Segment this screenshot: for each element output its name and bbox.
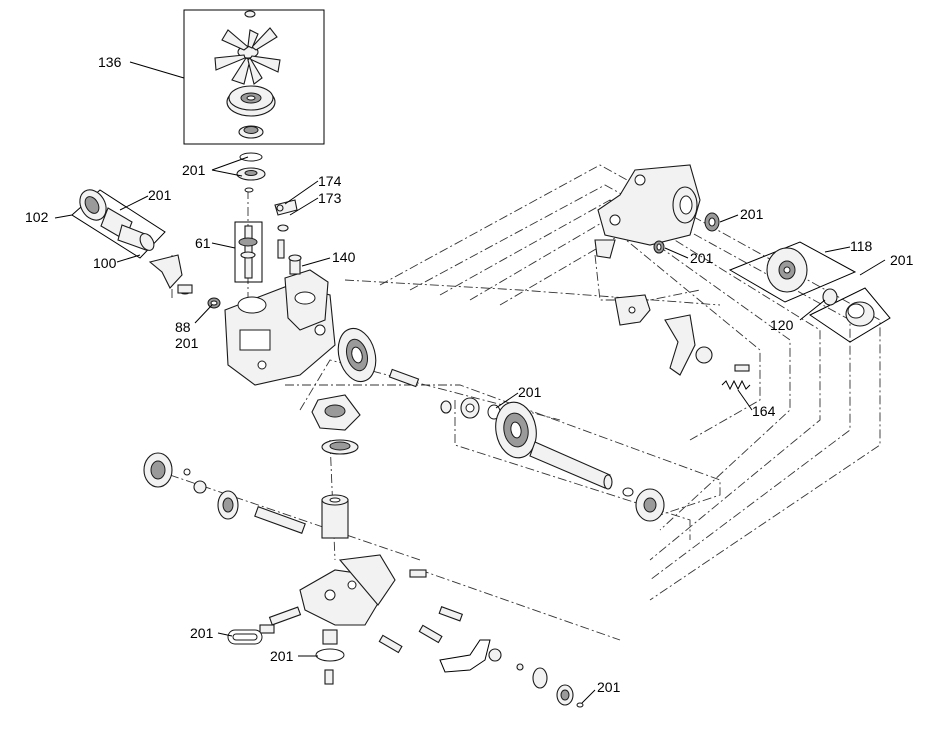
- callout-173: 173: [318, 190, 342, 206]
- callout-201-input-seal: 201: [182, 162, 206, 178]
- spring-164: [721, 379, 751, 391]
- callout-201-filter: 201: [148, 187, 172, 203]
- kit-136-box: [183, 9, 325, 145]
- callout-100: 100: [93, 255, 117, 271]
- small-seal-right: [653, 240, 665, 254]
- control-arm-173-174: [274, 199, 298, 259]
- callout-61: 61: [195, 235, 211, 251]
- callout-201-pulley: 201: [890, 252, 914, 268]
- filter-canister: [117, 224, 155, 251]
- callout-201-lower-right: 201: [597, 679, 621, 695]
- input-shaft-assembly: [234, 221, 263, 283]
- callout-88: 88: [175, 319, 191, 335]
- check-valve-140: [288, 254, 302, 275]
- brake-arm-linkage: [614, 294, 750, 376]
- fan-pulley-kit: [183, 9, 325, 145]
- seal-88: [207, 297, 221, 309]
- callout-164: 164: [752, 403, 776, 419]
- callout-140: 140: [332, 249, 356, 265]
- motor-cylinder-block: [321, 494, 349, 539]
- ring-gear: [321, 439, 359, 455]
- lower-center-housing: [299, 554, 396, 626]
- lower-fittings: [259, 569, 464, 654]
- lower-filter-cup: [315, 629, 345, 685]
- upper-right-housing: [594, 164, 701, 259]
- lower-right-washers: [516, 663, 584, 708]
- filter-assembly: [71, 189, 166, 259]
- callout-201-seal-88: 201: [175, 335, 199, 351]
- callout-201-housing-seal: 201: [740, 206, 764, 222]
- lower-bypass-rod: [439, 639, 502, 673]
- callout-118: 118: [850, 238, 873, 254]
- upper-housing: [224, 269, 336, 386]
- callout-174: 174: [318, 173, 342, 189]
- input-shaft-seals: [236, 152, 266, 193]
- callout-201-lower-oring: 201: [190, 625, 214, 641]
- callout-120: 120: [770, 317, 794, 333]
- input-shaft-box: [234, 221, 263, 283]
- callout-136: 136: [98, 54, 122, 70]
- kit-120-hub: [809, 287, 891, 343]
- fan-nut: [244, 10, 256, 18]
- kit-120-box: [809, 287, 891, 343]
- lower-oring-201: [227, 629, 263, 645]
- callout-102: 102: [25, 209, 49, 225]
- pulley-kit-118: [728, 241, 857, 303]
- bull-gear-lower-left: [143, 452, 207, 494]
- callout-201-washer: 201: [518, 384, 542, 400]
- differential-carrier: [311, 394, 361, 431]
- leader-lines: [54, 61, 886, 704]
- thrust-washers: [440, 397, 501, 420]
- cooling-fan: [214, 27, 281, 85]
- drive-pulley: [226, 85, 276, 117]
- drive-gear-lower: [217, 490, 306, 534]
- filter-cap: [79, 189, 107, 221]
- housing-seal-right: [704, 212, 720, 232]
- large-spur-gear-upper: [337, 327, 377, 383]
- axle-bearing: [622, 487, 665, 522]
- callout-labels: 136 201 174 173 102 201 100 61 140 88 20…: [25, 54, 914, 695]
- callout-201-lower-cup: 201: [270, 648, 294, 664]
- large-spur-gear-axle: [495, 401, 613, 490]
- callout-201-small-seal: 201: [690, 250, 714, 266]
- pulley-hub: [238, 125, 264, 139]
- gear-shaft-small: [388, 368, 420, 388]
- bypass-linkage: [148, 254, 193, 295]
